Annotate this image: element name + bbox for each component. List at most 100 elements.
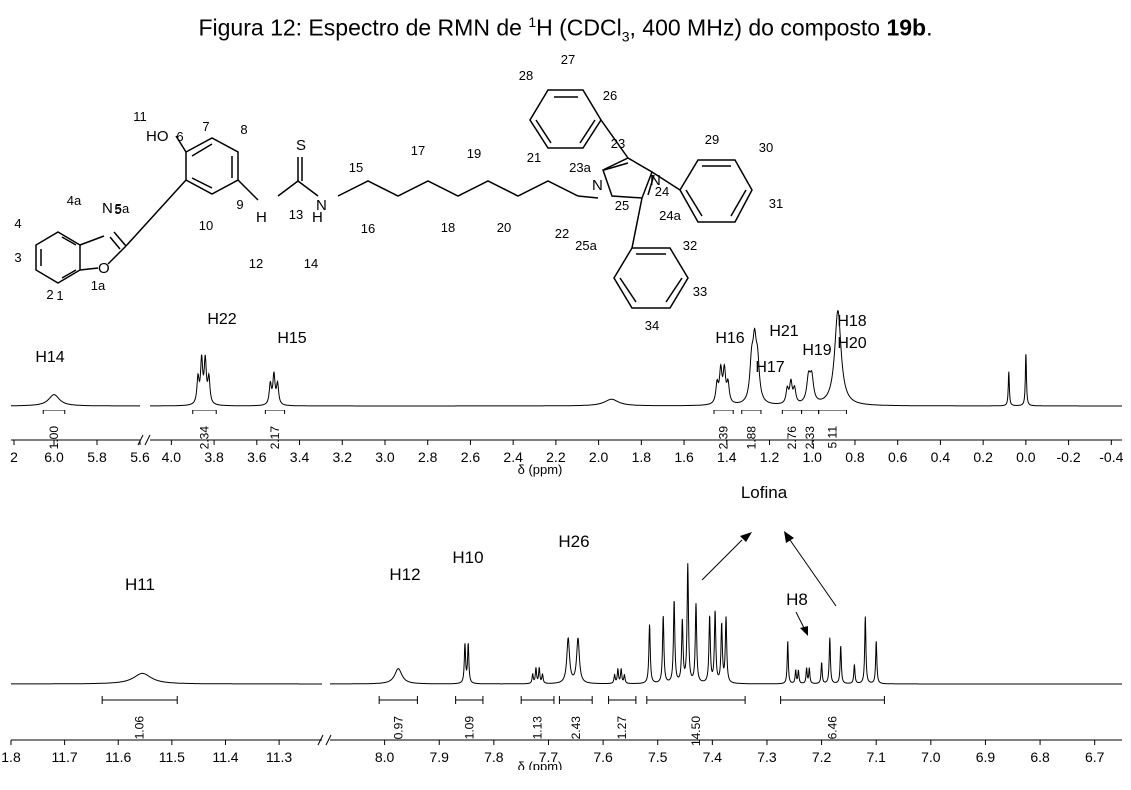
integral-value: 2.39: [717, 426, 731, 450]
structure-label: 23: [611, 136, 625, 151]
structure-label: 11: [133, 109, 147, 124]
x-tick-label: 3.6: [247, 449, 267, 465]
peak-label: H14: [35, 349, 64, 366]
structure-label: 2: [46, 287, 53, 302]
spectrum-trace: [150, 310, 1122, 407]
x-tick-label: 7.7: [539, 749, 559, 765]
x-tick-label: 1.0: [803, 449, 823, 465]
x-tick-label: 11.5: [159, 749, 185, 765]
x-tick-label: 2.2: [546, 449, 566, 465]
x-tick-label: 0.4: [931, 449, 951, 465]
structure-label: 5a: [115, 201, 130, 216]
title-mid: H (CDCl: [536, 14, 622, 41]
structure-label: 34: [645, 318, 659, 333]
structure-label: 27: [561, 52, 575, 67]
peak-label: H16: [715, 330, 744, 347]
integral-value: 1.13: [531, 716, 545, 740]
integral-value: 0.97: [391, 716, 405, 740]
x-tick-label: 3.2: [333, 449, 353, 465]
structure-label: 8: [240, 122, 247, 137]
structure-label: 18: [441, 220, 455, 235]
structure-label: 22: [555, 226, 569, 241]
lofina-arrow: [789, 539, 837, 607]
x-tick-label: 1.8: [632, 449, 652, 465]
peak-label: Lofina: [741, 483, 788, 502]
x-tick-label: 7.8: [484, 749, 504, 765]
structure-label: 25: [615, 198, 629, 213]
structure-label: H: [256, 209, 267, 226]
integral-value: 1.00: [47, 426, 61, 450]
lofina-arrowhead: [740, 532, 752, 542]
x-tick-label: 5.6: [130, 449, 150, 465]
title-prefix: Figura 12: Espectro de RMN de: [198, 14, 529, 41]
x-tick-label: 6.7: [1085, 749, 1105, 765]
structure-label: 17: [411, 143, 425, 158]
structure-label: 28: [519, 68, 533, 83]
structure-label: 10: [199, 218, 213, 233]
spectrum-trace: [330, 563, 1122, 685]
structure-label: 4a: [67, 193, 82, 208]
structure-label: HO: [146, 128, 169, 145]
structure-label: 33: [693, 284, 707, 299]
x-tick-label: 4.0: [162, 449, 182, 465]
x-tick-label: 3.4: [290, 449, 310, 465]
peak-label: H8: [786, 590, 808, 609]
x-tick-label: 1.4: [717, 449, 737, 465]
peak-label: H26: [558, 532, 589, 551]
x-tick-label: 3.0: [375, 449, 395, 465]
x-tick-label: 11.7: [52, 749, 78, 765]
integral-value: 2.33: [803, 426, 817, 450]
structure-label: 3: [14, 250, 21, 265]
peak-label: H19: [802, 342, 831, 359]
integral-value: 6.46: [826, 716, 840, 740]
x-axis-label: δ (ppm): [518, 462, 563, 477]
x-tick-label: 11.6: [105, 749, 131, 765]
structure-label: 1: [56, 288, 63, 303]
x-tick-label: 7.6: [593, 749, 613, 765]
x-tick-label: 6.9: [976, 749, 996, 765]
peak-label: H18: [837, 313, 866, 330]
integral-value: 1.06: [133, 716, 147, 740]
integral-value: 2.17: [268, 426, 282, 450]
x-tick-label: 7.5: [648, 749, 668, 765]
x-tick-label: 6.0: [44, 449, 64, 465]
structure-label: 19: [467, 146, 481, 161]
x-tick-label: 0.0: [1016, 449, 1036, 465]
title-subscript: 3: [621, 28, 630, 45]
x-tick-label: 7.2: [812, 749, 832, 765]
structure-label: H: [312, 209, 323, 226]
structure-label: 1a: [91, 278, 106, 293]
structure-label: 13: [289, 207, 303, 222]
integral-value: 5.11: [826, 426, 840, 449]
peak-label: H22: [207, 311, 236, 328]
peak-label: H10: [452, 548, 483, 567]
title-isotope: 1: [528, 14, 537, 30]
structure-label: 24a: [659, 208, 681, 223]
x-tick-label: 2.8: [418, 449, 438, 465]
x-tick-label: 7.0: [921, 749, 941, 765]
title-rest: , 400 MHz) do composto: [629, 14, 887, 41]
structure-label: N: [316, 197, 327, 214]
x-tick-label: -0.4: [1099, 449, 1123, 465]
x-tick-label: 7.9: [430, 749, 450, 765]
figure-title: Figura 12: Espectro de RMN de 1H (CDCl3,…: [0, 14, 1131, 44]
structure-label: 16: [361, 221, 375, 236]
x-tick-label: 7.3: [757, 749, 777, 765]
structure-label: 29: [705, 132, 719, 147]
axis-break: [317, 734, 332, 746]
integral-value: 1.27: [615, 716, 629, 740]
x-tick-label: 8.0: [375, 749, 395, 765]
spectrum-traces: [11, 310, 1122, 407]
structure-label: 7: [202, 119, 209, 134]
h8-arrow: [795, 611, 805, 629]
x-axis-label: δ (ppm): [518, 759, 563, 770]
structure-label: 5: [114, 202, 121, 217]
molecule-bonds: [35, 89, 753, 309]
x-tick-label: 7.4: [703, 749, 723, 765]
structure-label: 12: [249, 256, 263, 271]
spectrum-trace: [11, 672, 322, 685]
structure-label: 21: [527, 150, 541, 165]
